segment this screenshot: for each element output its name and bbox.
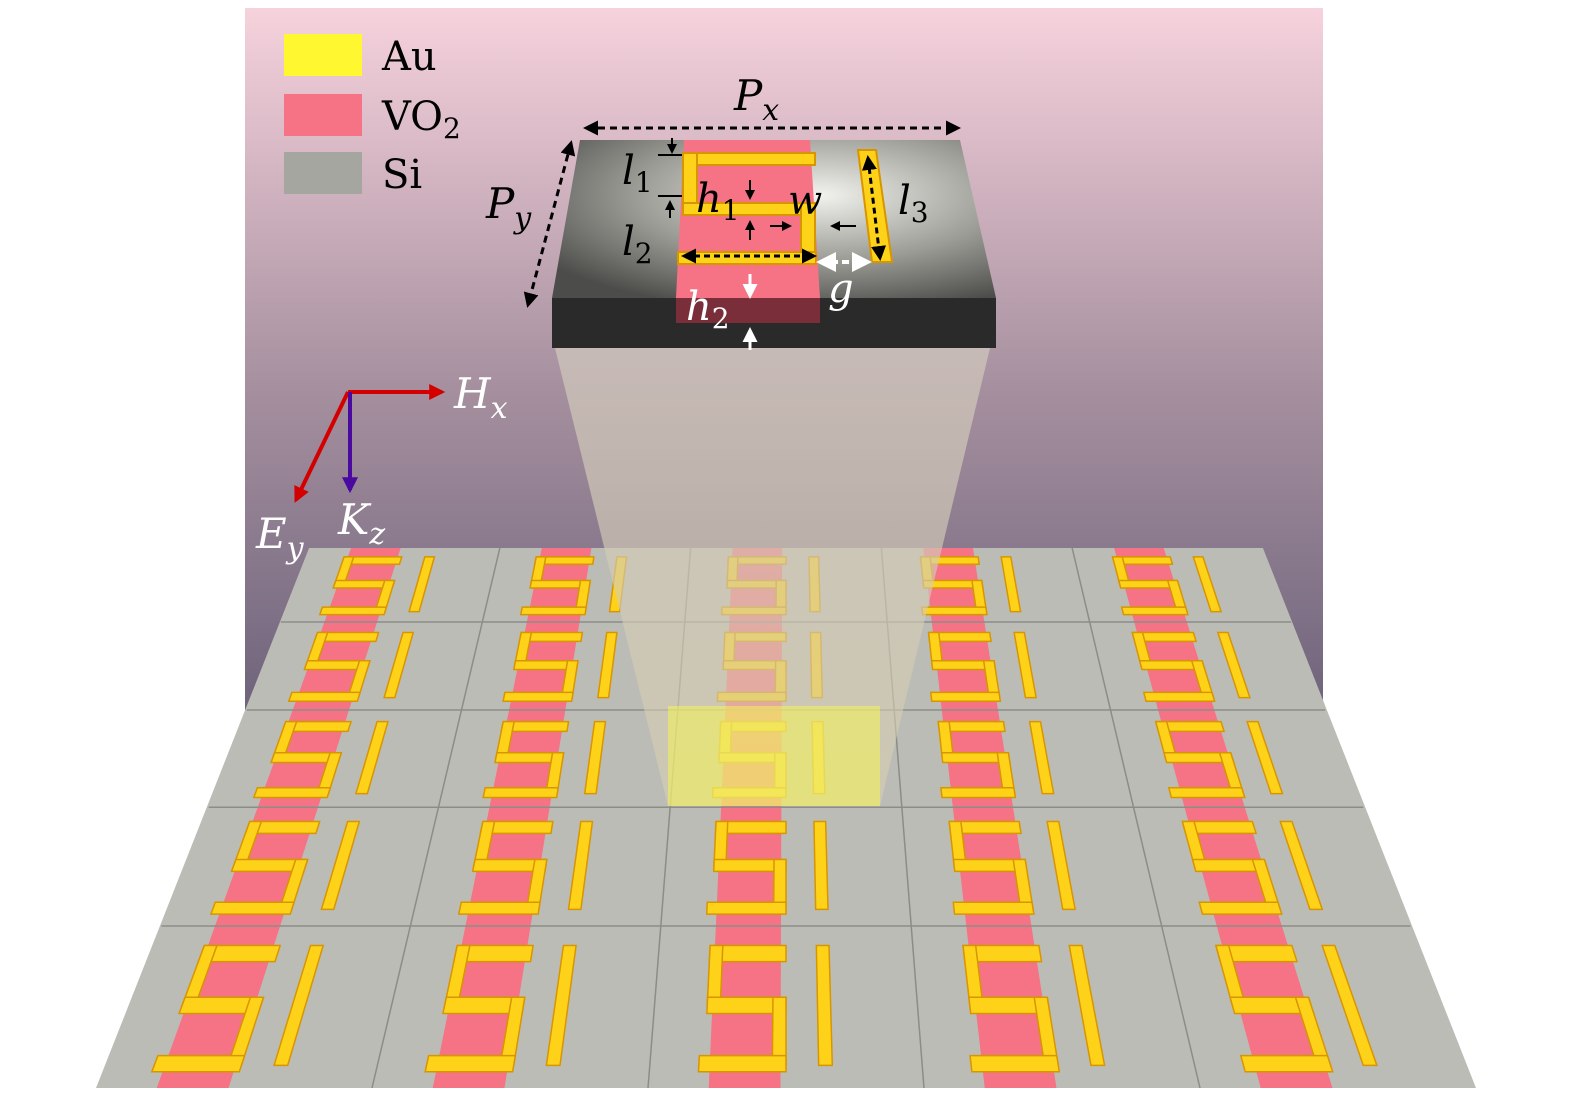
label-l2: l2 xyxy=(622,219,653,270)
highlighted-unit-cell xyxy=(668,706,880,806)
c-resonator-bottom xyxy=(519,606,588,616)
bar-resonator xyxy=(273,944,325,1067)
bar-resonator xyxy=(567,820,594,911)
bar-resonator xyxy=(1321,944,1378,1067)
label-px: Px xyxy=(733,71,779,128)
label-w: w xyxy=(788,178,822,224)
label-h2: h2 xyxy=(686,284,730,335)
substrate-plane xyxy=(96,548,1476,1088)
bar-resonator xyxy=(1013,631,1038,699)
c-resonator-bottom xyxy=(1142,691,1216,702)
bar-resonator xyxy=(1000,556,1022,613)
bar-resonator xyxy=(1279,820,1324,911)
c-resonator-bottom xyxy=(1167,787,1246,799)
c-resonator-bottom xyxy=(209,901,296,915)
bar-resonator xyxy=(1216,631,1251,699)
label-l3: l3 xyxy=(898,178,929,229)
field-axes: Hx Ey Kz xyxy=(255,369,508,566)
c-resonator-bottom xyxy=(921,606,988,616)
bar-resonator xyxy=(1046,820,1077,911)
grid-line xyxy=(1071,547,1201,1089)
bar-resonator xyxy=(545,944,577,1067)
c-resonator-bottom xyxy=(482,787,560,799)
c-resonator-bottom xyxy=(424,1054,517,1073)
legend-label-si: Si xyxy=(382,152,422,198)
legend-label-vo2: VO2 xyxy=(381,94,461,145)
c-resonator-bottom xyxy=(1120,606,1189,616)
legend-swatch-si xyxy=(284,152,362,194)
bar-resonator xyxy=(583,720,607,795)
c-resonator-bottom xyxy=(502,691,574,702)
unit-cell xyxy=(552,140,996,348)
legend-swatch-au xyxy=(284,34,362,76)
label-py: Py xyxy=(485,179,532,236)
bar-resonator xyxy=(408,556,436,613)
label-g: g xyxy=(828,266,854,312)
bar-resonator xyxy=(383,631,415,699)
bar-resonator xyxy=(1246,720,1284,795)
c-resonator-bottom xyxy=(929,691,1002,702)
legend: Au VO2 Si xyxy=(284,34,461,198)
c-resonator-bottom xyxy=(952,901,1035,915)
bar-resonator xyxy=(813,820,829,911)
bar-resonator xyxy=(320,820,361,911)
grid-line xyxy=(371,547,501,1089)
bar-resonator xyxy=(1028,720,1055,795)
label-h1: h1 xyxy=(696,176,740,227)
c-resonator-bottom xyxy=(1239,1054,1334,1073)
label-hx: Hx xyxy=(453,369,508,426)
label-kz: Kz xyxy=(337,495,385,552)
bar-resonator xyxy=(1068,944,1106,1067)
c-resonator-bottom xyxy=(697,1054,787,1073)
c-resonator-bottom xyxy=(940,787,1017,799)
c-resonator-bottom xyxy=(969,1054,1061,1073)
projection-pillar xyxy=(555,348,990,806)
bar-resonator xyxy=(815,944,834,1067)
c-resonator-bottom xyxy=(705,901,787,915)
c-resonator-bottom xyxy=(252,787,332,799)
bar-resonator xyxy=(597,631,618,699)
c-resonator-bottom xyxy=(287,691,362,702)
c-resonator-bottom xyxy=(318,606,388,616)
label-l1: l1 xyxy=(622,148,653,199)
c-resonator-bottom xyxy=(1198,901,1283,915)
dimension-annotations: Px Py l1 h1 w l3 l2 g h2 xyxy=(485,71,961,350)
c-resonator-bottom xyxy=(150,1054,246,1073)
vo2-strip-front xyxy=(676,298,820,323)
legend-label-au: Au xyxy=(381,34,437,80)
bar-resonator xyxy=(354,720,389,795)
bar-resonator xyxy=(1192,556,1223,613)
legend-swatch-vo2 xyxy=(284,94,362,136)
py-arrow xyxy=(523,140,576,308)
ey-arrow xyxy=(294,391,350,503)
c-resonator-bottom xyxy=(457,901,541,915)
label-ey: Ey xyxy=(255,509,305,566)
metasurface-array xyxy=(96,547,1476,1089)
l3-arrow xyxy=(861,155,887,261)
